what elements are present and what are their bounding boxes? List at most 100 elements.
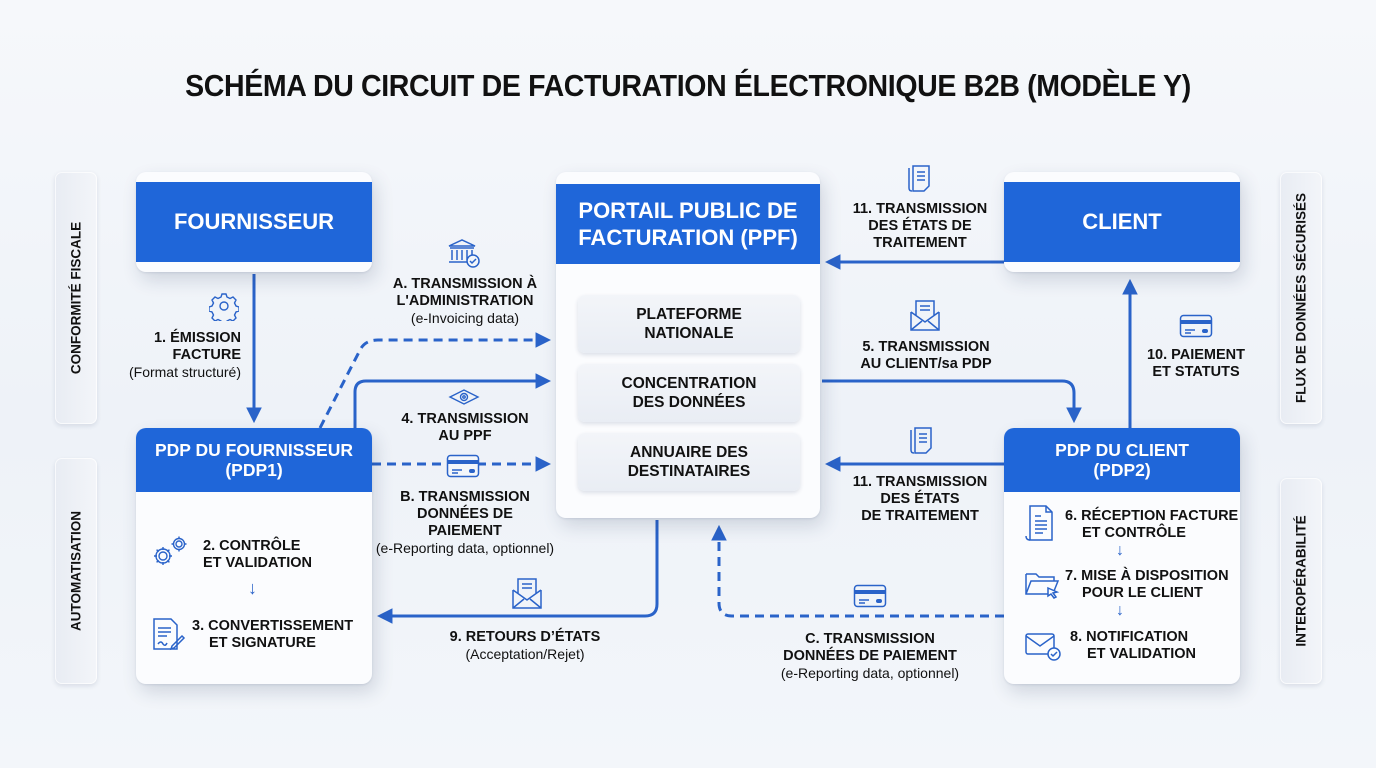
credit-card-icon [1179,314,1213,338]
flow-5-label: 5. TRANSMISSION AU CLIENT/sa PDP [850,339,1002,373]
credit-card-icon [446,454,480,478]
step-line: POUR LE CLIENT [1082,585,1203,601]
gears-icon [154,536,187,565]
flow-text: 9. RETOURS D’ÉTATS [449,629,601,645]
flow-text: 5. TRANSMISSION [862,339,990,355]
pdp2-header: PDP DU CLIENT (PDP2) [1004,428,1240,492]
ppf-concentration-donnees: CONCENTRATION DES DONNÉES [578,364,800,422]
client-label: CLIENT [1004,182,1240,262]
pdp2-step-6: 6. RÉCEPTION FACTURE ET CONTRÔLE [1065,508,1238,542]
arrow-a-administration [318,332,552,429]
pdp2-step-7: 7. MISE À DISPOSITION POUR LE CLIENT [1065,568,1229,602]
node-ppf: PORTAIL PUBLIC DE FACTURATION (PPF) PLAT… [556,172,820,518]
flow-11-top-label: 11. TRANSMISSION DES ÉTATS DE TRAITEMENT [837,201,1003,252]
step-line: 7. MISE À DISPOSITION [1065,568,1229,584]
flow-1-label: 1. ÉMISSION FACTURE (Format structuré) [100,330,241,381]
flow-text: TRAITEMENT [873,235,967,251]
envelope-letter-icon [910,300,940,331]
ppf-title-line2: FACTURATION (PPF) [578,225,798,250]
ppf-title-line1: PORTAIL PUBLIC DE [578,198,798,223]
node-pdp1: PDP DU FOURNISSEUR (PDP1) 2. CONTRÔLE ET… [136,428,372,684]
folder-cursor-icon [1025,573,1060,599]
step-line: ET SIGNATURE [209,635,316,651]
node-fournisseur: FOURNISSEUR [136,172,372,272]
document-signature-icon [153,618,186,651]
side-label-automatisation: AUTOMATISATION [55,458,97,684]
node-client: CLIENT [1004,172,1240,272]
pdp1-step-2: 2. CONTRÔLE ET VALIDATION [203,538,312,572]
credit-card-icon [853,584,887,608]
pdp2-step-8: 8. NOTIFICATION ET VALIDATION [1070,629,1196,663]
flow-text: ET STATUTS [1152,364,1240,380]
flow-note: (Format structuré) [128,364,241,380]
pdp1-header: PDP DU FOURNISSEUR (PDP1) [136,428,372,492]
flow-text: 4. TRANSMISSION [401,411,529,427]
flow-text: 11. TRANSMISSION [852,474,988,490]
pdp1-step-3: 3. CONVERTISSEMENT ET SIGNATURE [192,618,353,652]
document-stack-icon [910,427,932,454]
flow-text: B. TRANSMISSION [400,489,530,505]
eye-cloud-icon [448,389,480,405]
document-stack-icon [908,165,930,192]
pdp1-title-line2: (PDP1) [225,460,283,480]
flow-text: DES ÉTATS DE [868,218,972,234]
flow-text: PAIEMENT [428,523,502,539]
step-line: ET VALIDATION [203,555,313,571]
component-line: DES DONNÉES [632,394,746,411]
flow-9-label: 9. RETOURS D’ÉTATS (Acceptation/Rejet) [427,629,623,663]
flow-10-label: 10. PAIEMENT ET STATUTS [1138,347,1254,381]
flow-note: (e-Reporting data, optionnel) [375,540,555,556]
pdp2-step-arrow-1: ↓ [1116,542,1124,559]
gear-icon [209,293,239,321]
flow-text: FACTURE [172,347,241,363]
node-pdp2: PDP DU CLIENT (PDP2) 6. RÉCEPTION FACTUR… [1004,428,1240,684]
pdp2-title-line2: (PDP2) [1093,460,1151,480]
component-line: PLATEFORME [636,306,742,323]
flow-text: DES ÉTATS [880,491,960,507]
diagram-title: SCHÉMA DU CIRCUIT DE FACTURATION ÉLECTRO… [185,68,1191,103]
step-line: 8. NOTIFICATION [1070,629,1189,645]
side-label-flux-securises: FLUX DE DONNÉES SÉCURISÉS [1280,172,1322,424]
arrow-4-ppf [353,373,552,428]
ppf-header: PORTAIL PUBLIC DE FACTURATION (PPF) [556,184,820,264]
arrow-5-client [822,379,1082,424]
envelope-check-icon [1025,633,1061,661]
component-line: CONCENTRATION [621,375,757,392]
flow-text: AU CLIENT/sa PDP [860,356,992,372]
flow-text: AU PPF [438,428,492,444]
flow-4-label: 4. TRANSMISSION AU PPF [385,411,545,445]
step-line: 3. CONVERTISSEMENT [192,618,354,634]
fournisseur-label: FOURNISSEUR [136,182,372,262]
flow-text: 10. PAIEMENT [1146,347,1246,363]
step-line: 6. RÉCEPTION FACTURE [1065,508,1239,524]
flow-b-label: B. TRANSMISSION DONNÉES DE PAIEMENT (e-R… [365,489,565,557]
flow-text: A. TRANSMISSION À [392,276,538,292]
pdp2-step-arrow-2: ↓ [1116,602,1124,619]
flow-text: DONNÉES DE PAIEMENT [783,648,957,664]
envelope-letter-icon [512,578,542,609]
side-label-conformite-fiscale: CONFORMITÉ FISCALE [55,172,97,424]
component-line: DESTINATAIRES [627,463,751,480]
flow-text: L'ADMINISTRATION [396,293,534,309]
arrow-9-retours [376,520,659,624]
step-line: ET VALIDATION [1087,646,1197,662]
flow-text: 1. ÉMISSION [153,330,241,346]
pdp2-title-line1: PDP DU CLIENT [1055,440,1189,460]
flow-text: 11. TRANSMISSION [852,201,988,217]
flow-a-label: A. TRANSMISSION À L'ADMINISTRATION (e-In… [375,276,555,327]
ppf-annuaire-destinataires: ANNUAIRE DES DESTINATAIRES [578,433,800,491]
step-line: ET CONTRÔLE [1082,525,1186,541]
step-line: 2. CONTRÔLE [203,538,301,554]
flow-text: DONNÉES DE [417,506,513,522]
side-label-interoperabilite: INTEROPÉRABILITÉ [1280,478,1322,684]
component-line: ANNUAIRE DES [630,444,748,461]
arrow-c-paiement [711,524,1004,618]
flow-11-bottom-label: 11. TRANSMISSION DES ÉTATS DE TRAITEMENT [837,474,1003,525]
government-building-icon [448,239,480,268]
pdp1-step-arrow: ↓ [248,578,257,598]
component-line: NATIONALE [644,325,734,342]
ppf-plateforme-nationale: PLATEFORME NATIONALE [578,295,800,353]
flow-c-label: C. TRANSMISSION DONNÉES DE PAIEMENT (e-R… [765,631,975,682]
flow-text: C. TRANSMISSION [805,631,935,647]
